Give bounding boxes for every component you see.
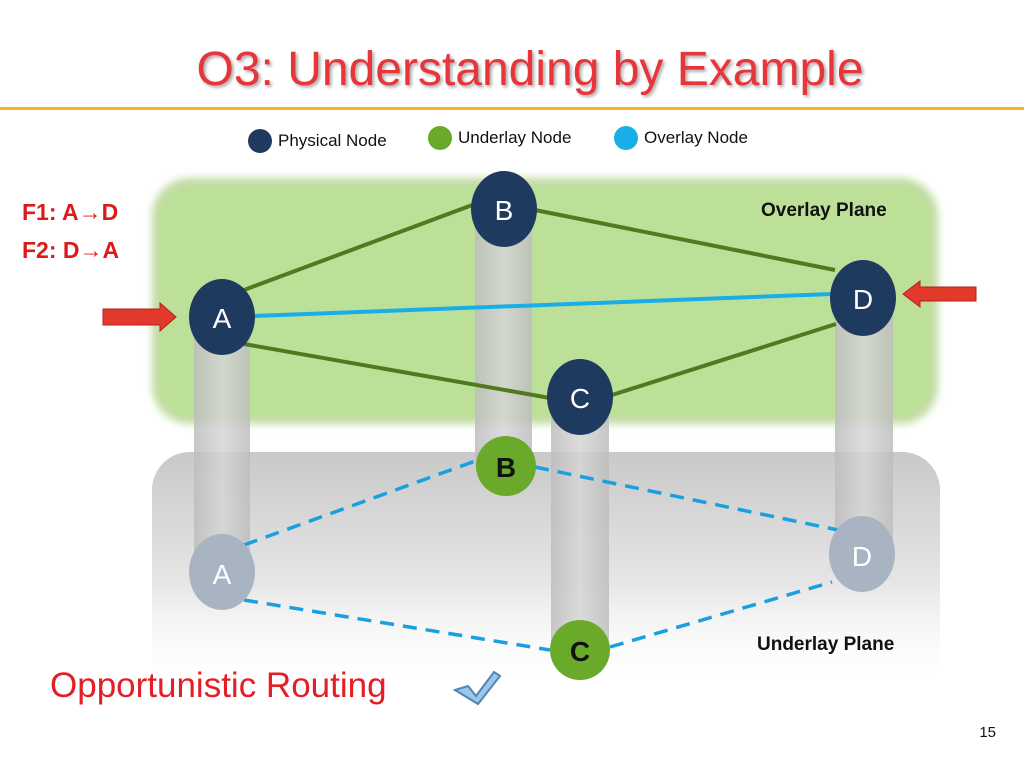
overlay-edge-a-c: [243, 342, 551, 400]
flow-f1: F1: A→D: [22, 199, 119, 225]
underlay-plane-label: Underlay Plane: [757, 634, 895, 655]
underlay-link-c-d: [609, 580, 833, 649]
overlay-edge-b-d: [534, 208, 836, 272]
physical-node-dot-icon: [248, 129, 272, 153]
underlay-node-a-label: A: [213, 559, 232, 590]
underlay-plane: [152, 452, 940, 692]
flow-f2: F2: D→A: [22, 237, 120, 263]
pillar-a: [194, 330, 250, 570]
overlay-link-a-d: [253, 292, 833, 318]
slide-title: O3: Understanding by Example: [196, 43, 864, 96]
overlay-node-d-label: D: [853, 284, 873, 315]
flow-list: F1: A→D F2: D→A: [22, 193, 119, 269]
pillar-b: [475, 225, 532, 465]
legend-overlay-label: Overlay Node: [644, 128, 748, 147]
overlay-node-c-label: C: [570, 383, 590, 414]
pillar-d: [835, 315, 893, 555]
footer-text: Opportunistic Routing: [50, 666, 387, 705]
overlay-plane: [160, 186, 930, 416]
underlay-node-d-label: D: [852, 541, 872, 572]
overlay-edge-c-d: [611, 322, 837, 397]
overlay-edge-a-b: [243, 202, 476, 292]
overlay-node-d: D: [830, 260, 896, 336]
underlay-node-dot-icon: [428, 126, 452, 150]
input-arrow-d: [902, 279, 977, 309]
underlay-link-a-c: [243, 598, 551, 652]
underlay-node-a: A: [189, 534, 255, 610]
legend-physical: Physical Node: [248, 127, 387, 155]
overlay-node-dot-icon: [614, 126, 638, 150]
overlay-plane-label: Overlay Plane: [761, 200, 887, 221]
legend-underlay: Underlay Node: [428, 124, 571, 152]
underlay-node-d: D: [829, 516, 895, 592]
underlay-link-a-b: [243, 458, 479, 547]
underlay-node-c-label: C: [570, 636, 590, 667]
pillar-c: [551, 415, 609, 650]
overlay-node-b-label: B: [495, 195, 514, 226]
page-number: 15: [979, 724, 996, 741]
overlay-node-a-label: A: [213, 303, 232, 334]
check-mark-icon: [452, 670, 502, 706]
underlay-node-c: C: [550, 620, 610, 680]
overlay-node-b: B: [471, 171, 537, 247]
overlay-node-a: A: [189, 279, 255, 355]
underlay-link-b-d: [534, 465, 839, 532]
legend-underlay-label: Underlay Node: [458, 128, 572, 147]
title-divider: [0, 107, 1024, 110]
legend-physical-label: Physical Node: [278, 131, 387, 150]
underlay-node-b: B: [476, 436, 536, 496]
legend-overlay: Overlay Node: [614, 124, 748, 152]
underlay-node-b-label: B: [496, 452, 516, 483]
overlay-node-c: C: [547, 359, 613, 435]
input-arrow-a: [102, 301, 177, 333]
